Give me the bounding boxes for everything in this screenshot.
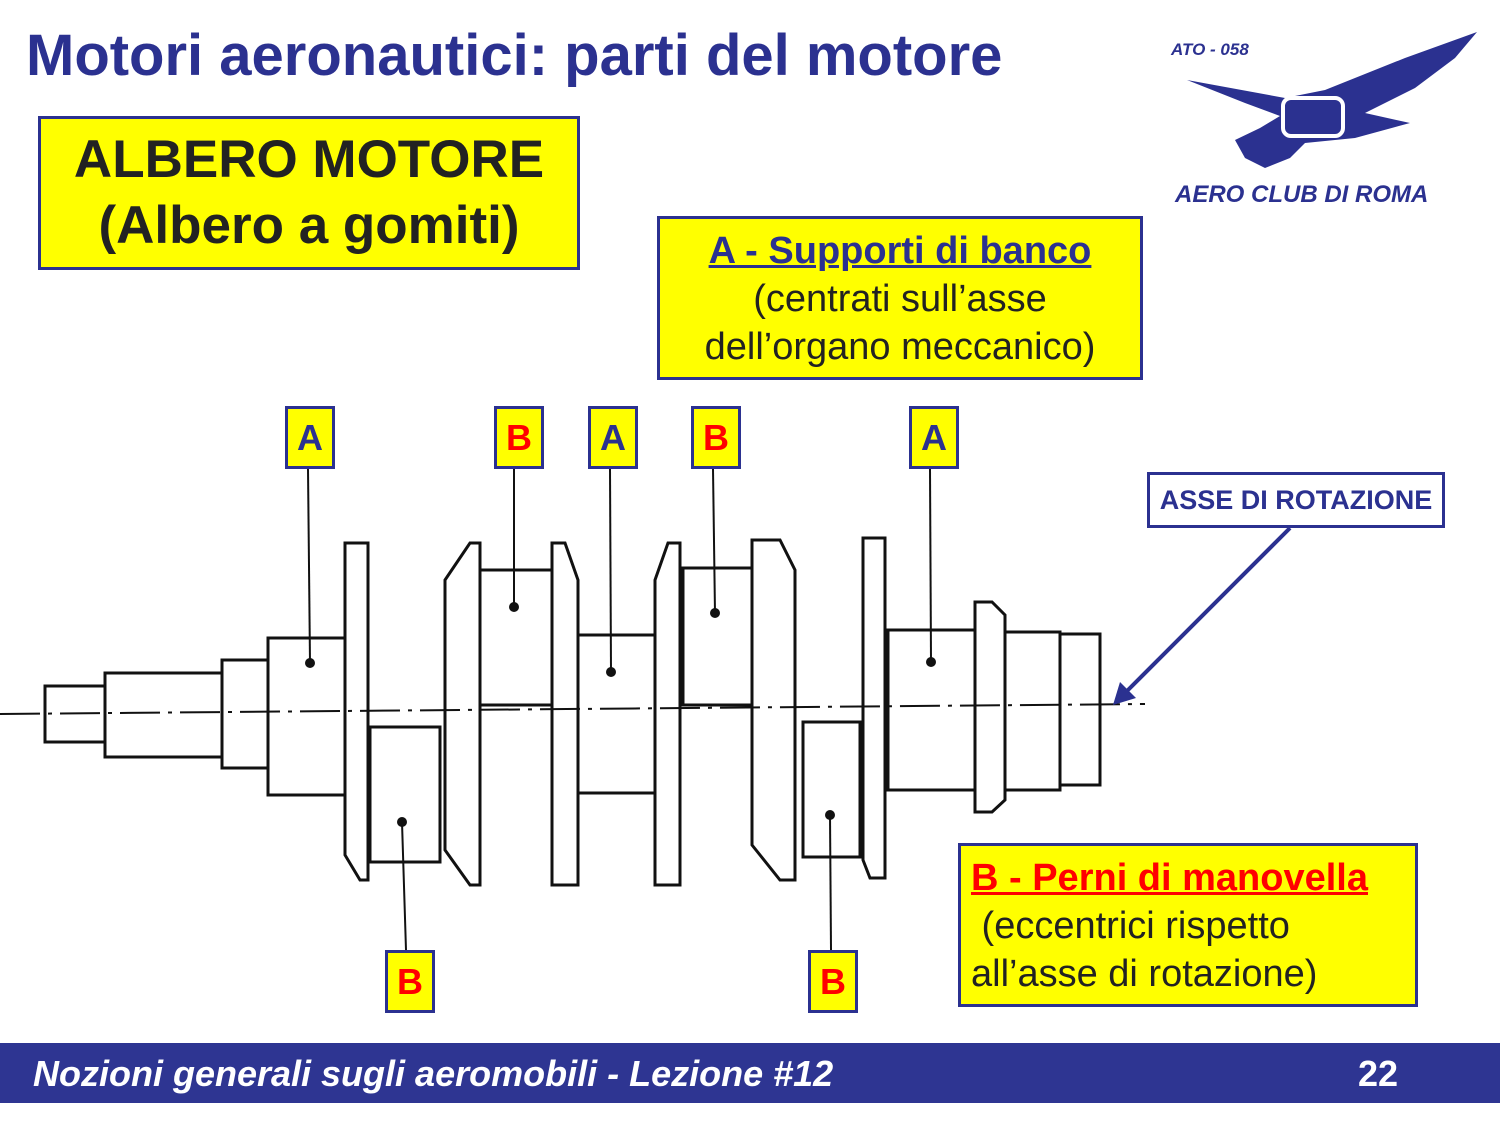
a-box-line2: dell’organo meccanico) [704,326,1096,368]
footer-text: Nozioni generali sugli aeromobili - Lezi… [33,1053,834,1094]
label-b-1: B [494,406,544,469]
aero-club-logo: ATO - 058 AERO CLUB DI ROMA [1165,28,1485,213]
crankpin-2 [478,568,554,707]
b-box-line2: all’asse di rotazione) [971,953,1318,995]
label-b-2: B [691,406,741,469]
label-a-3: A [909,406,959,469]
logo-code: ATO - 058 [1170,40,1249,59]
arrowhead-icon [1113,682,1136,705]
page-number: 22 [1357,1053,1398,1094]
main-box-line1: ALBERO MOTORE [73,130,545,189]
perni-di-manovella-box: B - Perni di manovella (eccentrici rispe… [958,843,1418,1007]
label-a-1: A [285,406,335,469]
label-b-4: B [808,950,858,1013]
b-box-heading: B - Perni di manovella [971,857,1368,899]
a-box-line1: (centrati sull’asse [753,278,1047,320]
label-a-2: A [588,406,638,469]
axis-arrow [1120,526,1292,698]
logo-name: AERO CLUB DI ROMA [1174,181,1428,208]
crankpin-1 [368,725,442,864]
albero-motore-box: ALBERO MOTORE (Albero a gomiti) [38,116,580,270]
b-box-line1: (eccentrici rispetto [971,905,1290,947]
crankpin-4 [801,720,862,859]
a-box-heading: A - Supporti di banco [708,230,1092,272]
main-box-line2: (Albero a gomiti) [98,196,520,255]
supporti-di-banco-box: A - Supporti di banco (centrati sull’ass… [657,216,1143,380]
crankpin-3 [681,566,754,707]
slide-title: Motori aeronautici: parti del motore [26,23,1003,88]
footer-bar: Nozioni generali sugli aeromobili - Lezi… [0,1043,1500,1103]
asse-di-rotazione-label: ASSE DI ROTAZIONE [1147,472,1445,528]
label-b-3: B [385,950,435,1013]
main-journal-2 [576,633,657,795]
